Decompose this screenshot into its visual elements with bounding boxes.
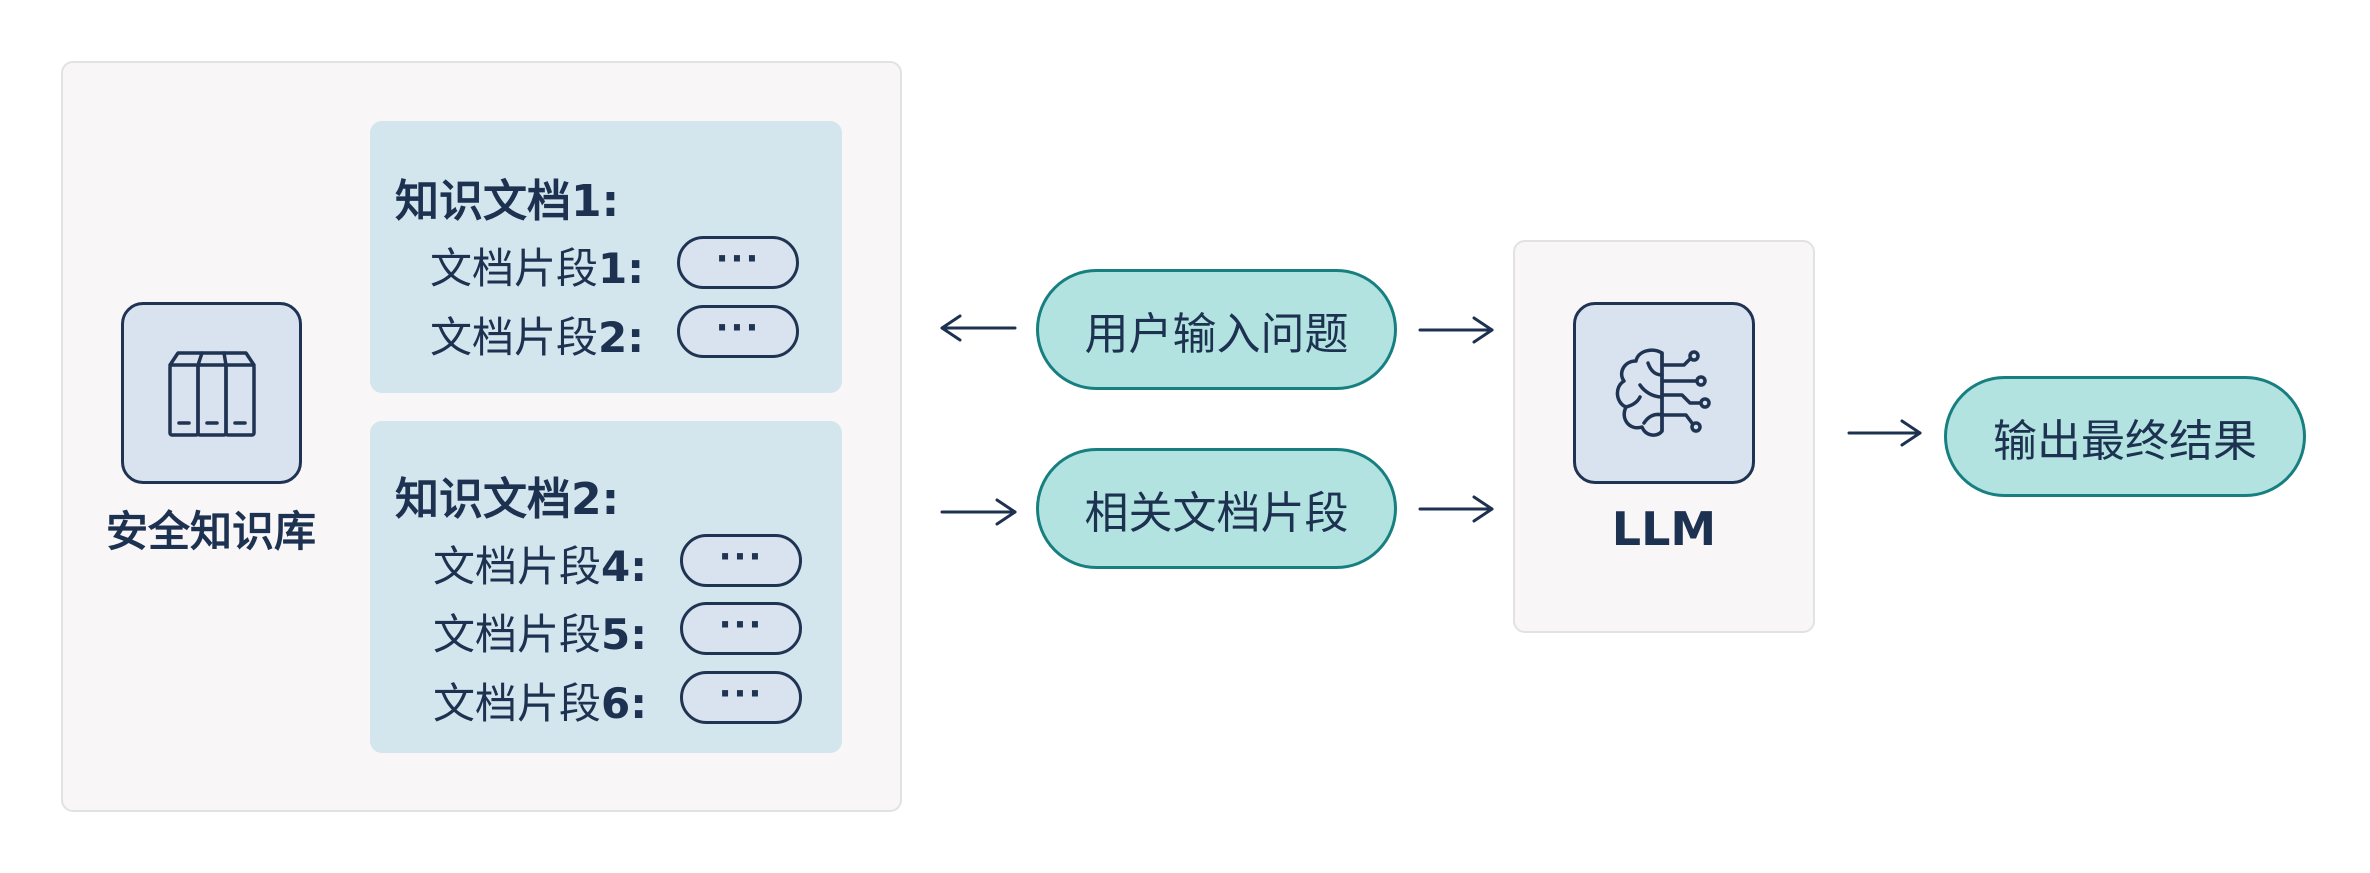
fragment-label-2: 文档片段2: (430, 313, 645, 362)
arrow-question-to-llm (1418, 316, 1494, 344)
knowledge-base-icon-box (121, 302, 302, 484)
arrow-question-to-kb (940, 314, 1017, 342)
output-result-pill: 输出最终结果 (1944, 376, 2306, 497)
brain-circuit-icon (1615, 348, 1711, 437)
fragment-content-6: ··· (680, 671, 802, 724)
llm-label: LLM (1611, 502, 1717, 556)
fragment-label-5: 文档片段5: (433, 610, 648, 659)
fragment-content-1: ··· (677, 236, 799, 289)
fragment-label-4: 文档片段4: (433, 542, 648, 591)
arrow-kb-to-fragments (940, 498, 1017, 526)
llm-icon-box (1573, 302, 1755, 484)
knowledge-base-label: 安全知识库 (105, 507, 316, 556)
document-title-1: 知识文档1: (395, 176, 620, 227)
fragment-content-5: ··· (680, 602, 802, 655)
arrow-llm-to-output (1847, 419, 1922, 447)
fragment-label-1: 文档片段1: (430, 244, 645, 293)
fragment-content-4: ··· (680, 534, 802, 587)
bookshelf-icon (167, 351, 256, 437)
fragment-label-6: 文档片段6: (433, 679, 648, 728)
document-title-2: 知识文档2: (395, 474, 620, 525)
user-question-pill: 用户输入问题 (1036, 269, 1397, 390)
fragment-content-2: ··· (677, 305, 799, 358)
arrow-fragments-to-llm (1418, 495, 1494, 523)
relevant-fragments-pill: 相关文档片段 (1036, 448, 1397, 569)
